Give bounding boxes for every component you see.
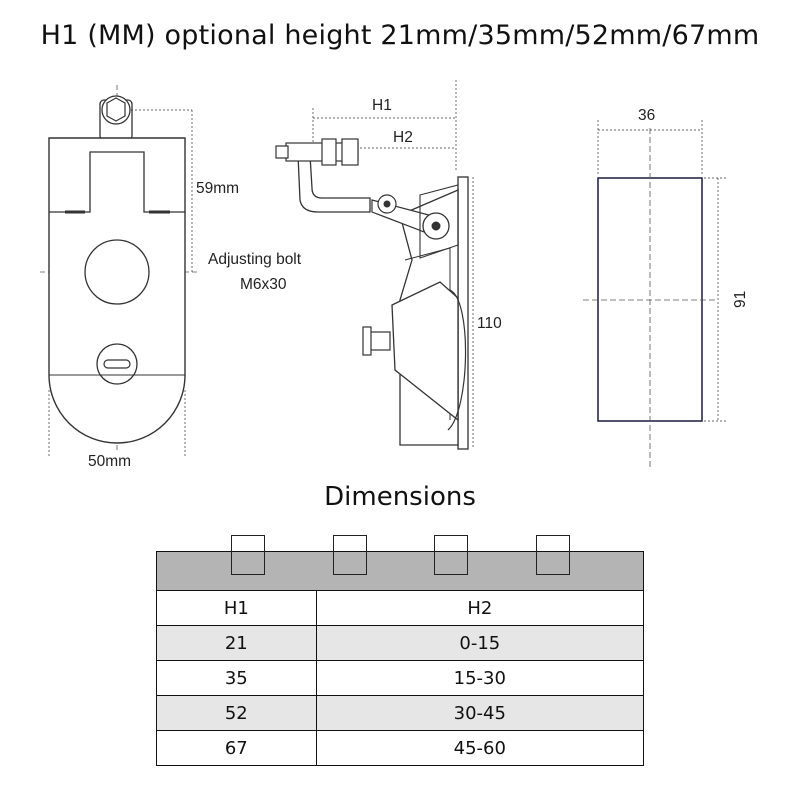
- h2-label: H2: [393, 129, 413, 146]
- cell-h1: 35: [156, 660, 317, 696]
- table-row: 21 0-15: [156, 625, 645, 661]
- cell-h2: 45-60: [315, 730, 645, 766]
- cell-h2: 30-45: [315, 695, 645, 731]
- table-row: 35 15-30: [156, 660, 645, 696]
- cell-h2: 0-15: [315, 625, 645, 661]
- binder-tab: [434, 535, 468, 575]
- cell-h1: 21: [156, 625, 317, 661]
- bolt-label-line1: Adjusting bolt: [208, 251, 302, 268]
- cutout-view: [583, 120, 728, 470]
- side-view: [275, 80, 474, 450]
- front-height-label: 59mm: [196, 180, 239, 197]
- table-row: 67 45-60: [156, 730, 645, 766]
- cell-h1: 52: [156, 695, 317, 731]
- bolt-label-line2: M6x30: [240, 276, 287, 293]
- header-h1: H1: [156, 590, 317, 626]
- front-view: [40, 85, 200, 458]
- cell-h2: 15-30: [315, 660, 645, 696]
- page-title: H1 (MM) optional height 21mm/35mm/52mm/6…: [40, 20, 760, 51]
- dimensions-table: H1 H2 21 0-15 35 15-30 52 30-45 67 45-60: [156, 551, 645, 766]
- binder-tab: [536, 535, 570, 575]
- binder-tab: [231, 535, 265, 575]
- table-header-row: H1 H2: [156, 590, 645, 626]
- h1-label: H1: [372, 97, 392, 114]
- header-h2: H2: [315, 590, 645, 626]
- dimensions-title: Dimensions: [324, 482, 476, 512]
- technical-drawing: 59mm 50mm H1 H2 110 Adjus: [40, 80, 749, 470]
- table-top-band: [156, 551, 644, 591]
- cutout-width-label: 36: [638, 107, 655, 124]
- side-height-label: 110: [477, 315, 502, 332]
- cell-h1: 67: [156, 730, 317, 766]
- cutout-height-label: 91: [732, 291, 749, 308]
- binder-tab: [333, 535, 367, 575]
- table-row: 52 30-45: [156, 695, 645, 731]
- front-width-label: 50mm: [88, 453, 131, 470]
